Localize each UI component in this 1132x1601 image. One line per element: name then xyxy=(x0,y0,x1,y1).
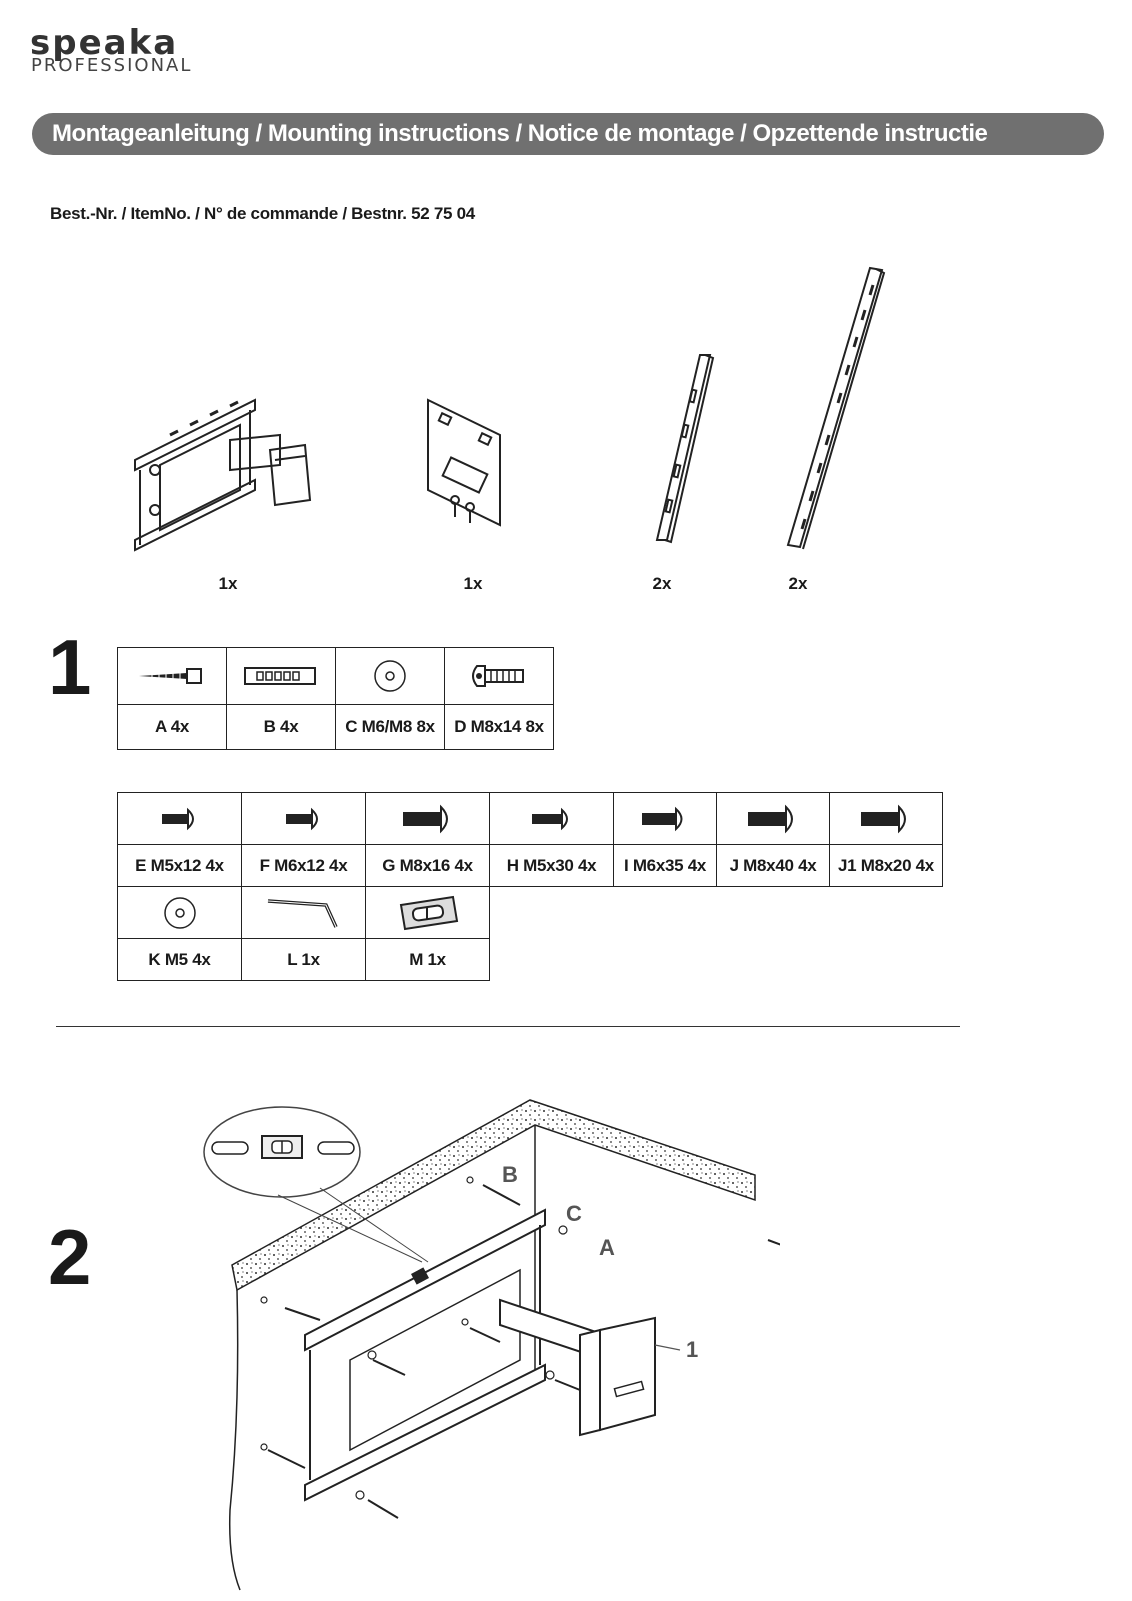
hardware-label: A 4x xyxy=(117,704,227,750)
vesa-plate-icon xyxy=(427,398,501,527)
empty-cell xyxy=(830,939,943,981)
bolt-icon xyxy=(613,792,717,845)
hardware-label: L 1x xyxy=(241,938,366,981)
brand-logo: speaka xyxy=(30,23,179,63)
callout-a: A xyxy=(599,1235,615,1260)
hardware-label: J M8x40 4x xyxy=(716,844,830,887)
callout-b: B xyxy=(502,1162,518,1187)
step-number: 1 xyxy=(48,623,92,711)
allen-key-icon xyxy=(241,886,366,939)
order-number: Best.-Nr. / ItemNo. / N° de commande / B… xyxy=(50,204,475,223)
wall-mount-installation-diagram: B C A 1 xyxy=(203,1099,780,1591)
hardware-label: K M5 4x xyxy=(117,938,242,981)
component-qty: 2x xyxy=(788,574,808,593)
long-rail-icon xyxy=(786,266,886,550)
bolt-icon xyxy=(716,792,830,845)
hardware-table-1: A 4x B 4x C M6/M8 8x D M8x14 8x xyxy=(117,647,554,750)
empty-cell xyxy=(717,887,830,939)
callout-c: C xyxy=(566,1201,582,1226)
bolt-icon xyxy=(365,792,490,845)
short-rail-icon xyxy=(655,354,715,544)
bolt-icon xyxy=(117,792,242,845)
wall-plug-icon xyxy=(226,647,336,705)
section-divider xyxy=(56,1026,960,1027)
short-bolt-icon xyxy=(444,647,554,705)
callout-part-1: 1 xyxy=(686,1337,698,1362)
empty-cell xyxy=(717,939,830,981)
washer-icon xyxy=(335,647,445,705)
empty-cell xyxy=(614,887,717,939)
hardware-label: G M8x16 4x xyxy=(365,844,490,887)
empty-cell xyxy=(490,939,614,981)
hardware-table-2: E M5x12 4x F M6x12 4x G M8x16 4x H M5x30… xyxy=(117,792,943,981)
hardware-label: J1 M8x20 4x xyxy=(829,844,943,887)
page-title: Montageanleitung / Mounting instructions… xyxy=(32,113,1104,155)
bolt-icon xyxy=(241,792,366,845)
brand-subtitle: PROFESSIONAL xyxy=(31,55,193,76)
hardware-label: B 4x xyxy=(226,704,336,750)
hardware-label: H M5x30 4x xyxy=(489,844,614,887)
hardware-label: C M6/M8 8x xyxy=(335,704,445,750)
component-qty: 1x xyxy=(463,574,483,593)
bolt-icon xyxy=(829,792,943,845)
bolt-icon xyxy=(489,792,614,845)
hardware-label: E M5x12 4x xyxy=(117,844,242,887)
step-number: 2 xyxy=(48,1213,92,1301)
wood-screw-icon xyxy=(117,647,227,705)
component-qty: 1x xyxy=(218,574,238,593)
hardware-label: D M8x14 8x xyxy=(444,704,554,750)
empty-cell xyxy=(830,887,943,939)
empty-cell xyxy=(490,887,614,939)
wall-arm-bracket-icon xyxy=(134,398,312,552)
hardware-label: I M6x35 4x xyxy=(613,844,717,887)
hardware-label: F M6x12 4x xyxy=(241,844,366,887)
empty-cell xyxy=(614,939,717,981)
spirit-level-icon xyxy=(365,886,490,939)
washer-icon xyxy=(117,886,242,939)
hardware-label: M 1x xyxy=(365,938,490,981)
component-qty: 2x xyxy=(652,574,672,593)
